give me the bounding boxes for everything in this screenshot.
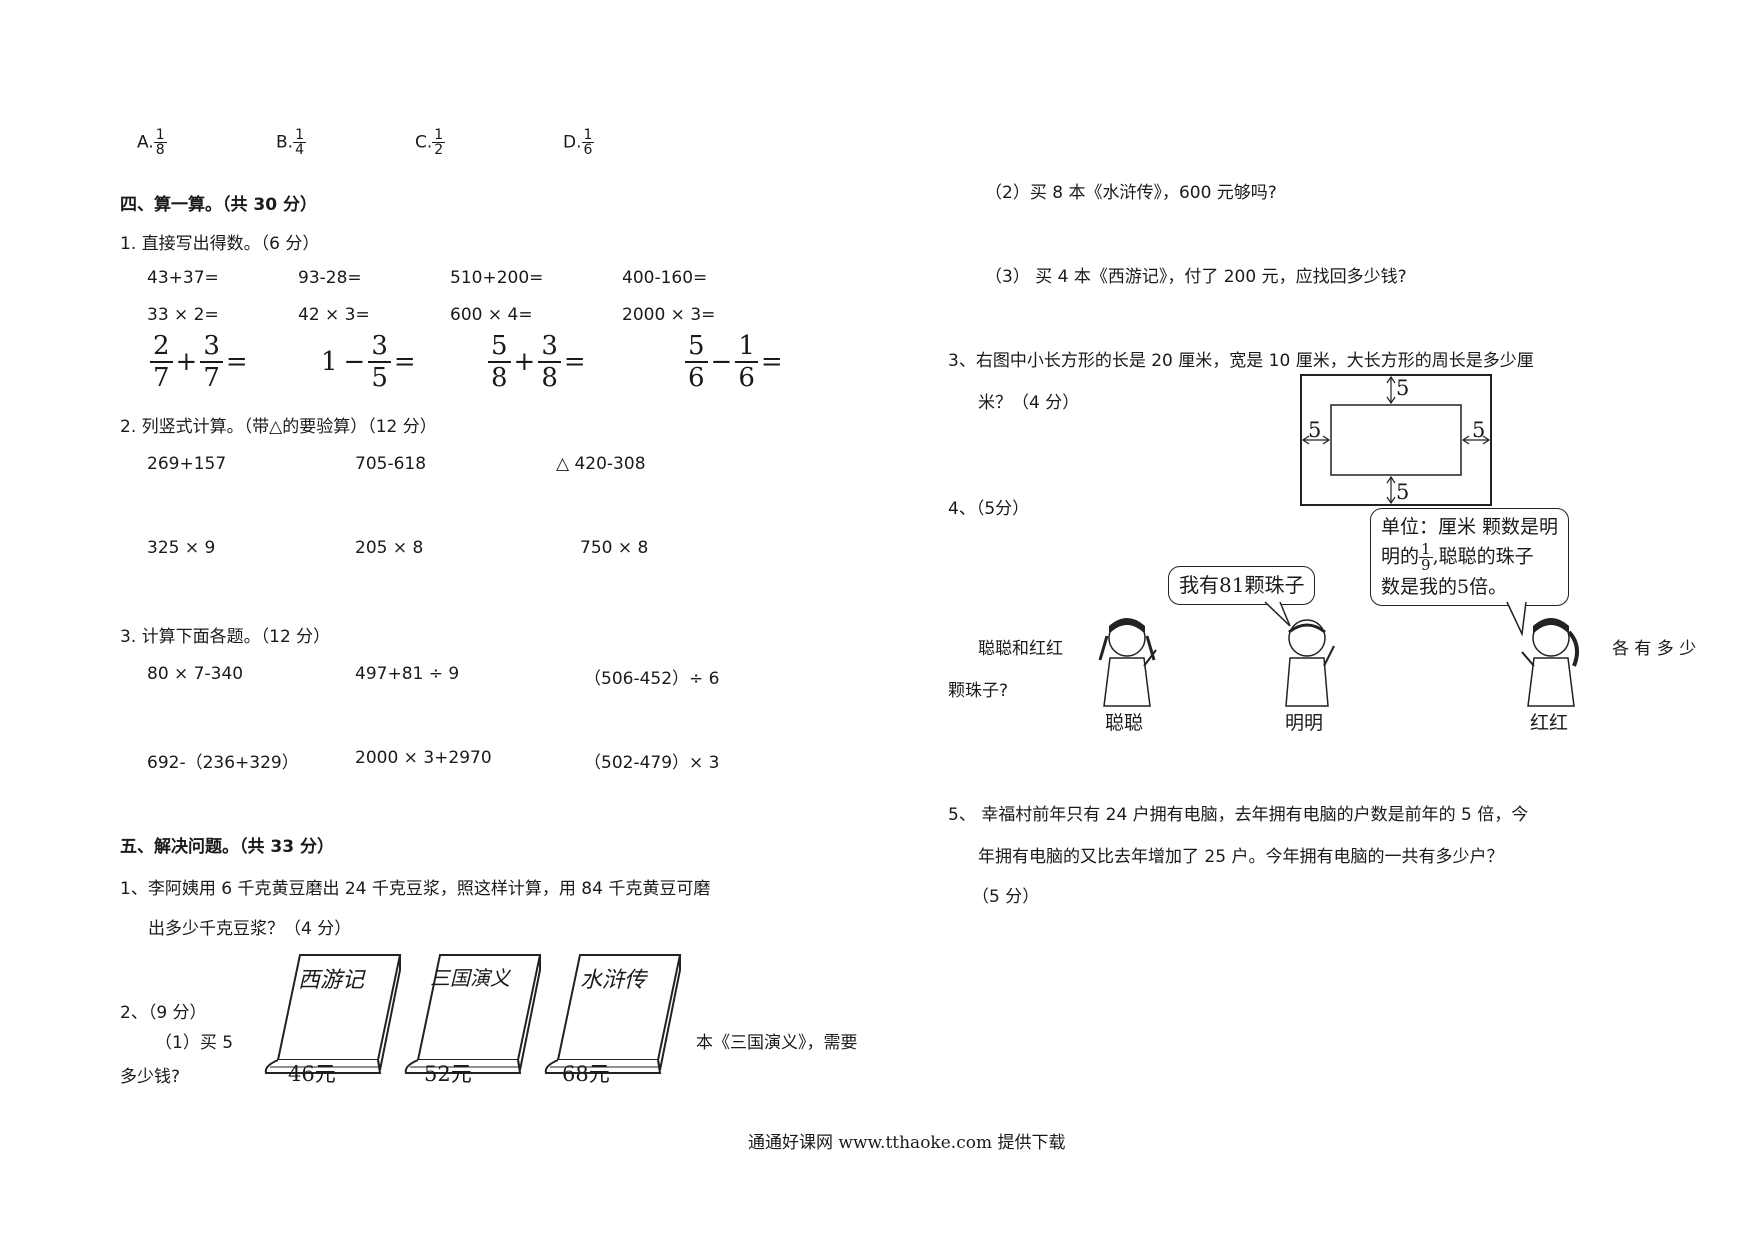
s5-q2-sub3: （3） 买 4 本《西游记》，付了 200 元，应找回多少钱? — [985, 267, 1407, 287]
s5-q3-line2: 米？（4 分） — [978, 393, 1080, 413]
s5-q1-line2: 出多少千克豆浆？（4 分） — [148, 919, 352, 939]
kid-label-congcong: 聪聪 — [1105, 712, 1144, 734]
s5-q4-text1: 聪聪和红红 — [978, 639, 1063, 659]
kid-label-mingming: 明明 — [1285, 712, 1324, 734]
rect-label-top: 5 — [1396, 376, 1410, 400]
s5-q4-text3: 各 有 多 少 — [1612, 639, 1697, 659]
s5-q5-line1: 5、 幸福村前年只有 24 户拥有电脑，去年拥有电脑的户数是前年的 5 倍，今 — [948, 805, 1529, 825]
kid-mingming — [1285, 619, 1335, 707]
rect-label-bottom: 5 — [1396, 480, 1410, 504]
s4-q3-r1-c3: （506-452）÷ 6 — [584, 669, 720, 689]
rectangle-diagram — [1300, 374, 1492, 506]
kid-label-honghong: 红红 — [1530, 712, 1569, 734]
s5-q2-sub2: （2）买 8 本《水浒传》，600 元够吗? — [985, 183, 1277, 203]
book-title-2: 三国演义 — [430, 966, 510, 990]
book-illustration — [264, 954, 682, 1074]
choice-a-numerator: 1 — [153, 127, 167, 143]
s5-q2-sub1-end: 多少钱? — [120, 1067, 181, 1087]
bubble-left-tail — [1264, 601, 1291, 627]
book-price-3: 68元 — [562, 1062, 610, 1086]
outer-rectangle — [1300, 374, 1492, 506]
book-title-1: 西游记 — [298, 968, 365, 993]
s4-q3-r1-c1: 80 × 7-340 — [147, 664, 244, 684]
s5-q5-line3: （5 分） — [972, 887, 1040, 907]
s4-q1-r2-c3: 600 × 4= — [450, 305, 533, 325]
section5-title: 五、解决问题。（共 33 分） — [120, 837, 334, 857]
book-price-2: 52元 — [424, 1062, 472, 1086]
s5-q3-line1: 3、右图中小长方形的长是 20 厘米，宽是 10 厘米，大长方形的周长是多少厘 — [948, 351, 1534, 371]
s4-q2-r2-c1: 325 × 9 — [147, 538, 216, 558]
rect-label-left: 5 — [1308, 418, 1322, 442]
rect-label-right: 5 — [1472, 418, 1486, 442]
choice-d-denominator: 6 — [583, 142, 593, 158]
s4-q1-r1-c4: 400-160= — [622, 268, 708, 288]
s4-q1-r2-c1: 33 × 2= — [147, 305, 219, 325]
section4-title: 四、算一算。（共 30 分） — [120, 195, 317, 215]
footer-source: 通通好课网 www.tthaoke.com 提供下载 — [748, 1133, 1066, 1153]
s5-q1-line1: 1、李阿姨用 6 千克黄豆磨出 24 千克豆浆，照这样计算，用 84 千克黄豆可… — [120, 879, 711, 899]
speech-bubble-mingming: 我有81颗珠子 — [1168, 566, 1316, 605]
s4-q3-r1-c2: 497+81 ÷ 9 — [355, 664, 460, 684]
s5-q2-sub1: （1）买 5 — [155, 1033, 234, 1053]
choice-c-denominator: 2 — [434, 142, 444, 158]
s4-q3-r2-c1: 692-（236+329） — [147, 753, 299, 773]
bubble-right-tail — [1506, 601, 1527, 637]
choice-b-denominator: 4 — [295, 142, 304, 158]
s4-q3-r2-c3: （502-479）× 3 — [584, 753, 720, 773]
book-sanguo — [404, 954, 542, 1074]
s4-q1-r2-c2: 42 × 3= — [298, 305, 370, 325]
s4-q1-r2-c4: 2000 × 3= — [622, 305, 716, 325]
book-shuihu — [544, 954, 682, 1074]
s5-q4-text2: 颗珠子? — [948, 681, 1009, 701]
s5-q5-line2: 年拥有电脑的又比去年增加了 25 户。今年拥有电脑的一共有多少户？ — [978, 847, 1504, 867]
choice-d-numerator: 1 — [581, 127, 595, 143]
s4-q2-r1-c2: 705-618 — [355, 454, 427, 474]
s5-q4-head: 4、（5分） — [948, 499, 1030, 519]
s4-q2-r2-c2: 205 × 8 — [355, 538, 424, 558]
kid-congcong — [1098, 618, 1157, 707]
book-price-1: 46元 — [288, 1062, 336, 1086]
choice-b-numerator: 1 — [293, 127, 306, 143]
kid-honghong — [1521, 618, 1580, 707]
s5-q2-head: 2、（9 分） — [120, 1003, 207, 1023]
s4-q1-title: 1. 直接写出得数。（6 分） — [120, 234, 320, 254]
s4-q1-r1-c2: 93-28= — [298, 268, 362, 288]
s4-q2-r1-c3: △ 420-308 — [556, 454, 646, 474]
choice-a-denominator: 8 — [155, 142, 165, 158]
choice-c-numerator: 1 — [432, 127, 446, 143]
s4-q3-title: 3. 计算下面各题。（12 分） — [120, 627, 331, 647]
s4-q2-r1-c1: 269+157 — [147, 454, 227, 474]
s4-q1-r1-c3: 510+200= — [450, 268, 544, 288]
s4-q2-title: 2. 列竖式计算。（带△的要验算）（12 分） — [120, 417, 437, 437]
s4-q3-r2-c2: 2000 × 3+2970 — [355, 748, 492, 768]
inner-rectangle — [1330, 404, 1462, 476]
book-xiyouji — [264, 954, 402, 1074]
s5-q2-sub1-tail: 本《三国演义》，需要 — [696, 1033, 858, 1053]
s4-q2-r2-c3: 750 × 8 — [580, 538, 649, 558]
s4-q1-r1-c1: 43+37= — [147, 268, 219, 288]
book-title-3: 水浒传 — [580, 968, 647, 993]
